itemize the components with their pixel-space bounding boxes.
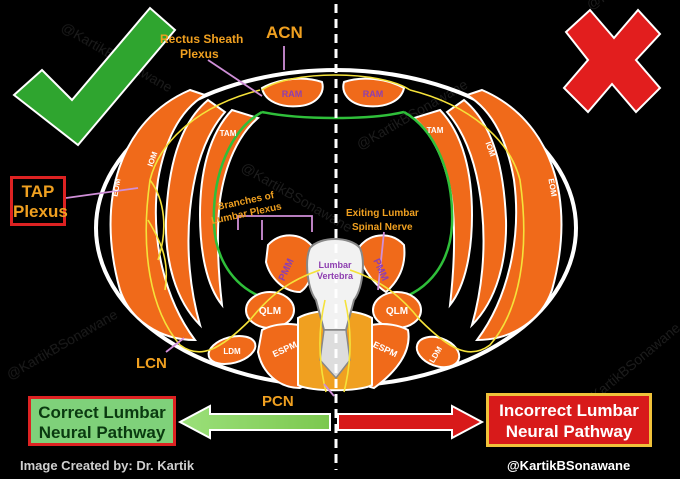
- right-pmm-muscle: [358, 234, 406, 294]
- svg-text:EOM: EOM: [546, 178, 558, 198]
- exiting-nerve-label-line2: Spinal Nerve: [352, 222, 413, 233]
- correct-pathway-box: Correct Lumbar Neural Pathway: [28, 396, 176, 446]
- svg-text:LDM: LDM: [223, 347, 241, 356]
- incorrect-box-line2: Neural Pathway: [505, 422, 633, 441]
- svg-text:RAM: RAM: [282, 89, 303, 99]
- svg-text:EOM: EOM: [111, 177, 123, 197]
- right-ram-muscle: [342, 77, 406, 108]
- author-handle: @KartikBSonawane: [507, 458, 631, 473]
- svg-text:QLM: QLM: [259, 306, 281, 317]
- incorrect-box-line1: Incorrect Lumbar: [499, 401, 639, 420]
- right-tam-muscle: [411, 108, 474, 309]
- check-mark-icon: [12, 6, 177, 147]
- right-iom-muscle: [445, 98, 508, 329]
- pcn-label: PCN: [262, 393, 294, 410]
- svg-text:RAM: RAM: [363, 89, 384, 99]
- svg-text:@KartikBSonawane: @KartikBSonawane: [584, 0, 680, 13]
- leader-lines: [65, 46, 385, 397]
- nerve-lines: [145, 74, 525, 393]
- cross-mark-icon: [562, 8, 662, 114]
- vertebra-label: Lumbar Vertebra: [317, 260, 354, 281]
- svg-text:TAM: TAM: [220, 129, 237, 138]
- exiting-nerve-label-line1: Exiting Lumbar: [346, 208, 419, 219]
- left-ldm-muscle: [207, 334, 257, 366]
- svg-text:Vertebra: Vertebra: [317, 271, 354, 281]
- left-eom-muscle: [109, 88, 208, 342]
- rectus-sheath-label-line1: Rectus Sheath: [160, 32, 243, 46]
- tap-plexus-box: TAP Plexus: [10, 176, 68, 226]
- acn-label: ACN: [266, 23, 303, 42]
- svg-text:@KartikBSonawane: @KartikBSonawane: [4, 306, 121, 383]
- correct-box-line1: Correct Lumbar: [38, 403, 166, 422]
- incorrect-pathway-box: Incorrect Lumbar Neural Pathway: [486, 393, 652, 447]
- correct-box-line2: Neural Pathway: [38, 423, 166, 442]
- left-iom-muscle: [164, 98, 227, 329]
- tap-plexus-line2: Plexus: [13, 202, 68, 221]
- left-abdominal-wall: [109, 77, 324, 342]
- lcn-label: LCN: [136, 355, 167, 372]
- rectus-sheath-label-line2: Plexus: [180, 47, 219, 61]
- svg-text:QLM: QLM: [386, 306, 408, 317]
- image-credit: Image Created by: Dr. Kartik: [20, 458, 195, 473]
- svg-text:TAM: TAM: [427, 126, 444, 135]
- tap-plexus-line1: TAP: [21, 182, 55, 201]
- left-tam-muscle: [198, 108, 261, 309]
- pathway-arrow: [177, 404, 485, 440]
- svg-text:Lumbar: Lumbar: [318, 260, 352, 270]
